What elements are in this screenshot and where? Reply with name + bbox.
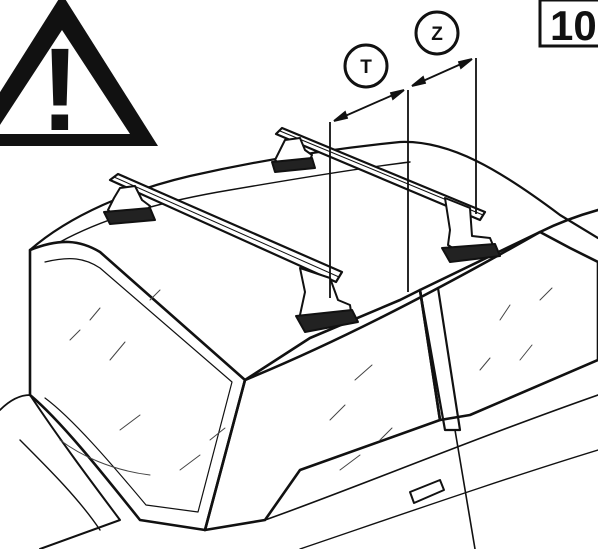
b-pillar bbox=[418, 286, 462, 432]
front-side-window bbox=[418, 230, 598, 422]
foot-upper-left bbox=[271, 137, 316, 173]
foot-lower-left bbox=[103, 185, 156, 225]
dimension-lines bbox=[329, 58, 477, 298]
callout-t-label: T bbox=[360, 57, 372, 78]
door-seam bbox=[454, 429, 476, 550]
warning-symbol: ! bbox=[40, 24, 79, 156]
car-body bbox=[0, 140, 598, 550]
door-handle bbox=[409, 479, 445, 504]
callout-z-label: Z bbox=[431, 24, 443, 45]
trunk-edge bbox=[0, 394, 31, 411]
foot-upper-right bbox=[441, 197, 501, 263]
rear-quarter bbox=[29, 394, 121, 550]
lower-body-line bbox=[299, 449, 598, 550]
rear-window bbox=[28, 240, 247, 532]
roof-edge bbox=[243, 208, 598, 382]
callout-z: Z bbox=[414, 10, 460, 56]
belt-line bbox=[264, 394, 598, 521]
foot-lower-right bbox=[295, 267, 359, 333]
callout-t: T bbox=[343, 43, 389, 89]
step-number-box: 10 bbox=[538, 0, 598, 49]
window-reflections bbox=[59, 287, 553, 476]
rear-window-inner bbox=[44, 258, 233, 513]
roof-rack bbox=[103, 126, 501, 333]
rear-quarter-line bbox=[19, 439, 101, 531]
step-number: 10 bbox=[550, 2, 597, 49]
warning-triangle-icon: ! bbox=[0, 0, 158, 156]
